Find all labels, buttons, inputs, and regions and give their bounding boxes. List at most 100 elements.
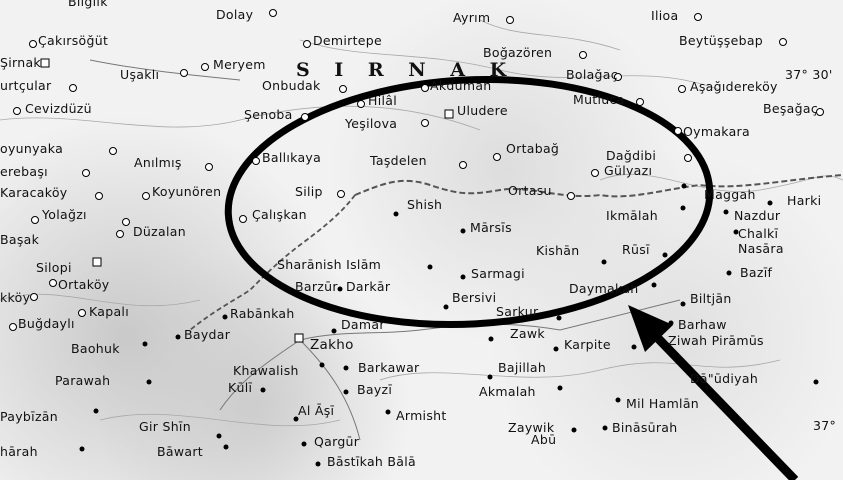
place-bolagac: Bolağaç: [566, 67, 618, 82]
place-harki: Harki: [787, 193, 822, 208]
place-gulyazi: Gülyazı: [604, 163, 653, 178]
place-marker: [223, 444, 229, 450]
place-ayrim: Ayrım: [453, 10, 491, 25]
place-biltjan: Biltjān: [690, 291, 732, 306]
place-turtcular: urtçular: [0, 78, 52, 93]
place-uludere: Uludere: [457, 103, 508, 118]
place-kkoy: kköy: [0, 290, 31, 305]
place-marker: [9, 323, 17, 331]
place-marker: [180, 69, 188, 77]
roads: [89, 59, 681, 441]
place-cevizduzu: Cevizdüzü: [25, 101, 92, 116]
place-marker: [591, 169, 599, 177]
place-sarkur: Sarkur: [496, 304, 539, 319]
place-onbudak: Onbudak: [262, 78, 321, 93]
place-dagdibi: Dağdibi: [606, 148, 657, 163]
place-karacakoy: Karacaköy: [0, 185, 68, 200]
place-barhaw: Barhaw: [678, 317, 727, 332]
place-marker: [579, 51, 587, 59]
place-qargur: Qargūr: [314, 434, 360, 449]
place-marker: [662, 252, 668, 258]
place-marker: [252, 157, 260, 165]
place-marker: [95, 192, 103, 200]
place-hilal: Hilâl: [368, 93, 397, 108]
place-marker: [269, 9, 277, 17]
place-marker: [93, 408, 99, 414]
place-sirnak: Şirnak: [0, 55, 41, 70]
place-bugdayli: Buğdaylı: [18, 316, 75, 331]
border-line: [354, 174, 843, 198]
place-marker: [92, 257, 102, 267]
place-senoba: Şenoba: [244, 107, 293, 122]
place-maggah: Maggah: [704, 187, 756, 202]
place-sharanish: Sharānish Islām: [277, 257, 382, 272]
place-akduman: Akduman: [430, 78, 492, 93]
place-ortasu: Ortasu: [508, 183, 552, 198]
place-marker: [175, 334, 181, 340]
place-marker: [674, 127, 682, 135]
place-zakho: Zakho: [310, 337, 354, 353]
place-sarmagi: Sarmagi: [471, 266, 525, 281]
place-bawart: Bāwart: [157, 444, 203, 459]
place-marker: [109, 147, 117, 155]
place-koyunoren: Koyunören: [152, 184, 222, 199]
place-marker: [459, 161, 467, 169]
place-marker: [684, 154, 692, 162]
place-marker: [779, 38, 787, 46]
place-tasdelen: Taşdelen: [370, 153, 427, 168]
place-caliskan: Çalışkan: [252, 207, 307, 222]
place-marker: [636, 98, 644, 106]
place-marker: [40, 58, 50, 68]
place-marker: [49, 279, 57, 287]
place-marker: [631, 344, 637, 350]
place-khawalish: Khawalish: [233, 363, 299, 378]
place-harah: hārah: [0, 444, 38, 459]
place-marker: [337, 190, 345, 198]
place-marker: [813, 379, 819, 385]
place-marker: [260, 387, 266, 393]
place-marker: [31, 216, 39, 224]
place-marker: [201, 63, 209, 71]
place-marker: [421, 84, 429, 92]
place-nasara: Nasāra: [738, 241, 784, 256]
place-marker: [393, 211, 399, 217]
place-barkawar: Barkawar: [358, 360, 420, 375]
place-ortabag: Ortabağ: [506, 141, 560, 156]
place-marker: [651, 282, 657, 288]
place-ziwah: Ziwah Pirāmūs: [668, 333, 764, 348]
place-alasi: Al Āşī: [298, 403, 335, 418]
place-bastikah: Bāstīkah Bālā: [327, 454, 416, 469]
place-marker: [30, 293, 38, 301]
place-dolay: Dolay: [216, 7, 254, 22]
place-marker: [493, 153, 501, 161]
place-marker: [556, 315, 562, 321]
place-erebasi: erebaşı: [0, 164, 48, 179]
place-marker: [443, 304, 449, 310]
place-marker: [13, 107, 21, 115]
place-kishan: Kishān: [536, 243, 580, 258]
place-marker: [385, 409, 391, 415]
place-marker: [331, 328, 337, 334]
place-marker: [357, 100, 365, 108]
place-daymakah: Daymakah: [569, 281, 639, 296]
place-beytussebap: Beytüşşebap: [679, 33, 764, 48]
place-oymakara: Oymakara: [683, 124, 750, 139]
place-marker: [343, 365, 349, 371]
place-marsis: Mārsīs: [470, 220, 512, 235]
place-marker: [239, 215, 247, 223]
place-rabankah: Rabānkah: [230, 306, 295, 321]
place-oyunyaka: oyunyaka: [0, 141, 64, 156]
place-duzalan: Düzalan: [133, 224, 186, 239]
place-marker: [205, 163, 213, 171]
place-marker: [82, 169, 90, 177]
place-marker: [557, 385, 563, 391]
latitude-37-30: 37° 30': [785, 67, 833, 82]
place-marker: [116, 230, 124, 238]
place-marker: [444, 109, 454, 119]
place-usakli: Uşaklı: [120, 67, 160, 82]
place-marker: [294, 333, 304, 343]
place-zaywik: Zaywik: [508, 420, 555, 435]
place-marker: [339, 85, 347, 93]
terrain-contours: [0, 19, 843, 427]
